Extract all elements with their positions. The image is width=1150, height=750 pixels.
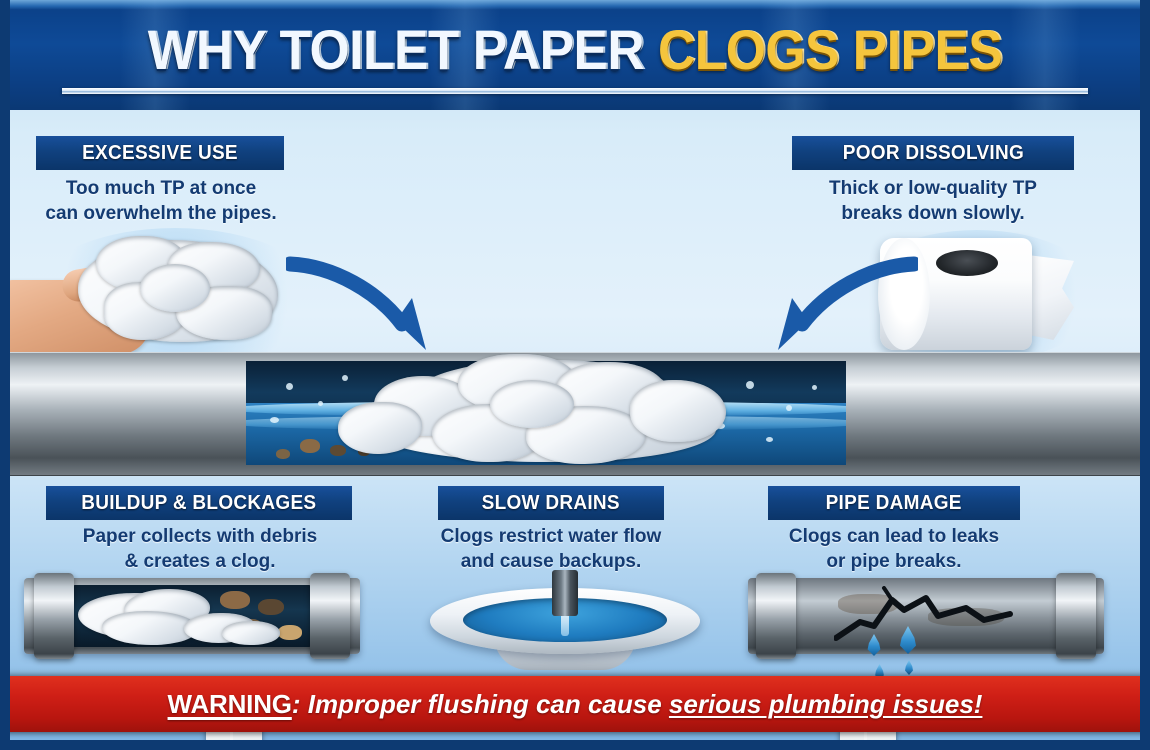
caption-line: Thick or low-quality TP <box>829 178 1037 199</box>
water-stream <box>561 608 569 636</box>
caption-line: and cause backups. <box>460 551 642 572</box>
ribbon-poor-dissolving: POOR DISSOLVING <box>792 136 1074 170</box>
warning-banner: WARNING: Improper flushing can cause ser… <box>0 676 1150 732</box>
section-label-poor-dissolving: POOR DISSOLVING <box>842 141 1024 164</box>
frame-bottom-edge <box>0 740 1150 750</box>
buildup-pipe-illustration <box>24 573 360 659</box>
faucet-head <box>534 560 596 576</box>
caption-line: & creates a clog. <box>124 551 276 572</box>
water-droplet-icon <box>875 664 884 680</box>
pipe-cap-left <box>756 573 796 659</box>
caption-line: or pipe breaks. <box>826 551 962 572</box>
ribbon-pipe-damage: PIPE DAMAGE <box>768 486 1020 520</box>
pipe-cap-right <box>1056 573 1096 659</box>
section-label-pipe-damage: PIPE DAMAGE <box>825 491 963 514</box>
warning-colon: : <box>291 688 301 719</box>
section-label-slow-drains: SLOW DRAINS <box>481 491 621 514</box>
pipe-cutaway-interior <box>72 585 312 647</box>
pipe-cap-right <box>310 573 350 659</box>
page-title: WHY TOILET PAPER CLOGS PIPES <box>46 21 1104 79</box>
toilet-paper-roll-illustration <box>878 238 1080 350</box>
section-label-excessive-use: EXCESSIVE USE <box>82 141 238 164</box>
warning-word: WARNING <box>167 688 292 719</box>
caption-line: Paper collects with debris <box>82 526 318 547</box>
caption-line: Clogs restrict water flow <box>440 526 662 547</box>
caption-line: can overwhelm the pipes. <box>45 203 277 224</box>
roll-core-hole <box>936 250 998 276</box>
caption-poor-dissolving: Thick or low-quality TP breaks down slow… <box>788 176 1078 226</box>
caption-pipe-damage: Clogs can lead to leaks or pipe breaks. <box>758 524 1030 574</box>
caption-excessive-use: Too much TP at once can overwhelm the pi… <box>26 176 296 226</box>
warning-text: WARNING: Improper flushing can cause ser… <box>168 689 983 720</box>
frame-left-edge <box>0 0 10 750</box>
caption-line: breaks down slowly. <box>841 203 1025 224</box>
pipe-cap-left <box>34 573 74 659</box>
ribbon-buildup-blockages: BUILDUP & BLOCKAGES <box>46 486 352 520</box>
caption-slow-drains: Clogs restrict water flow and cause back… <box>415 524 687 574</box>
damaged-pipe-illustration <box>748 573 1104 680</box>
arrow-left-to-center-icon <box>286 256 426 350</box>
caption-line: Too much TP at once <box>65 178 257 199</box>
title-underline-rule <box>62 88 1088 94</box>
roll-left-face <box>878 238 930 350</box>
ribbon-excessive-use: EXCESSIVE USE <box>36 136 284 170</box>
pipe-body <box>748 578 1104 654</box>
page-title-gold: CLOGS PIPES <box>658 18 1003 81</box>
arrow-right-to-center-icon <box>778 256 918 350</box>
toilet-paper-clog-mass <box>330 354 740 466</box>
warning-message: Improper flushing can cause <box>307 688 669 719</box>
faucet-column <box>552 570 578 616</box>
caption-buildup-blockages: Paper collects with debris & creates a c… <box>40 524 360 574</box>
water-droplet-icon <box>905 660 913 675</box>
frame-right-edge <box>1140 0 1150 750</box>
hand-holding-paper-illustration <box>0 236 290 360</box>
caption-line: Clogs can lead to leaks <box>788 526 1000 547</box>
section-label-buildup-blockages: BUILDUP & BLOCKAGES <box>81 491 317 514</box>
header-band: WHY TOILET PAPER CLOGS PIPES <box>0 0 1150 110</box>
crack-icon <box>834 586 1013 641</box>
sink-illustration <box>430 570 700 670</box>
ribbon-slow-drains: SLOW DRAINS <box>438 486 664 520</box>
page-title-white: WHY TOILET PAPER <box>147 18 645 81</box>
warning-emphasis: serious plumbing issues! <box>668 688 983 719</box>
